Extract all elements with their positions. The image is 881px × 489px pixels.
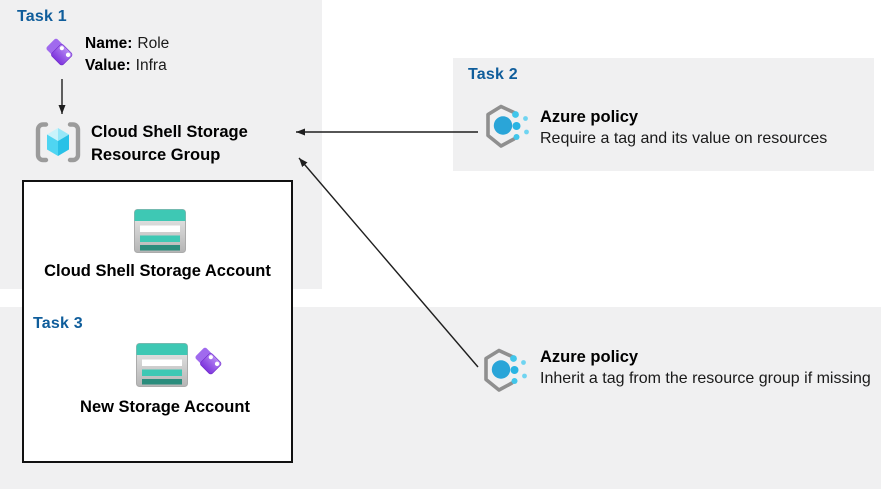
tag-name-value: Role	[137, 35, 170, 52]
resource-group-label: Cloud Shell Storage Resource Group	[91, 121, 248, 167]
policy-inherit-title: Azure policy	[540, 348, 639, 366]
tag-icon	[46, 38, 73, 66]
resource-group-label-line1: Cloud Shell Storage	[91, 123, 248, 141]
task2-label: Task 2	[468, 66, 518, 83]
task3-label: Task 3	[33, 315, 83, 332]
tag-value-row: Value:Infra	[85, 55, 169, 77]
task1-label: Task 1	[17, 8, 67, 25]
cloud-shell-storage-account-label: Cloud Shell Storage Account	[44, 262, 271, 280]
tag-name-label: Name:	[85, 35, 133, 52]
tag-value-label: Value:	[85, 57, 131, 74]
policy-inherit-text: Azure policy Inherit a tag from the reso…	[540, 347, 875, 390]
azure-policy-icon	[484, 348, 527, 392]
new-storage-account-label: New Storage Account	[80, 398, 250, 416]
task2-panel	[453, 58, 874, 171]
tag-value-value: Infra	[135, 57, 167, 74]
tag-key-values: Name:Role Value:Infra	[85, 33, 169, 77]
resource-group-label-line2: Resource Group	[91, 146, 221, 164]
policy-inherit-description: Inherit a tag from the resource group if…	[540, 370, 871, 387]
tag-name-row: Name:Role	[85, 33, 169, 55]
azure-policy-icon	[486, 104, 529, 148]
resource-group-icon	[35, 122, 81, 163]
policy-require-title: Azure policy	[540, 108, 639, 126]
tag-icon	[195, 347, 222, 375]
storage-account-icon	[134, 209, 186, 253]
policy-require-description: Require a tag and its value on resources	[540, 130, 828, 147]
storage-account-icon	[136, 343, 188, 387]
policy-require-text: Azure policy Require a tag and its value…	[540, 107, 870, 150]
